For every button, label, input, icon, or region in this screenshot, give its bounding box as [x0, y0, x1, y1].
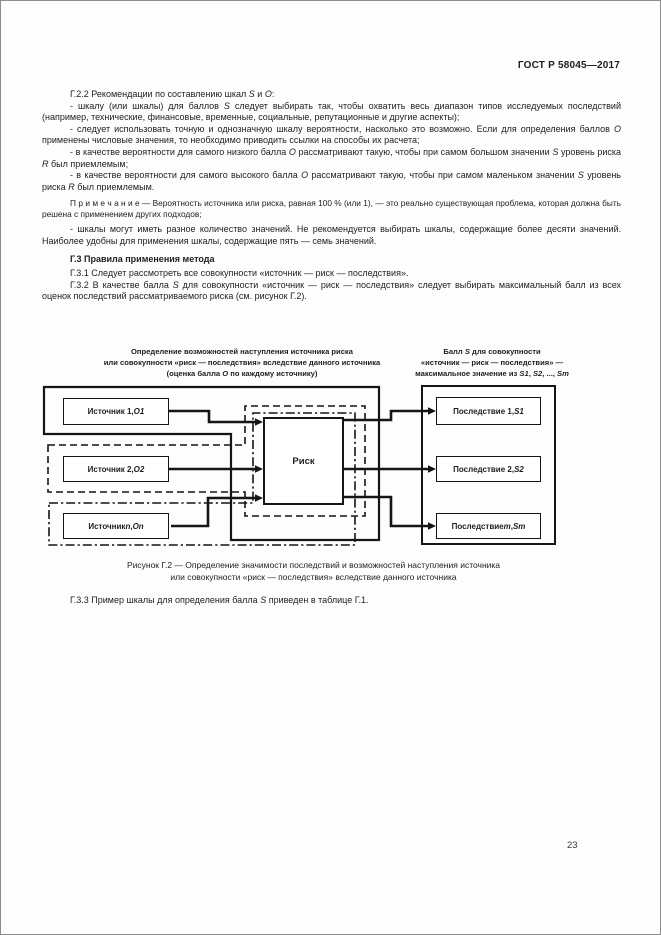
- arrowhead-icon: [428, 522, 436, 530]
- consequence-m-box: Последствие m, Sm: [436, 513, 541, 539]
- source-2-box: Источник 2, O2: [63, 456, 169, 482]
- figure-left-header: Определение возможностей наступления ист…: [41, 346, 443, 379]
- group-source2-risk-outline: [47, 405, 366, 517]
- diagram-lines: [42, 385, 436, 546]
- figure-right-header: Балл S для совокупности «источник — риск…: [398, 346, 586, 379]
- group-sourcen-risk-outline: [48, 412, 356, 546]
- paragraph-g22: Г.2.2 Рекомендации по составлению шкал S…: [70, 89, 275, 99]
- figure-g2: Определение возможностей наступления ист…: [41, 346, 586, 583]
- figure-right-header-line: Балл S для совокупности: [443, 347, 541, 356]
- page-number: 23: [567, 840, 578, 851]
- arrowhead-icon: [428, 465, 436, 473]
- arrowhead-icon: [255, 494, 263, 502]
- figure-left-header-line: (оценка балла O по каждому источнику): [166, 369, 318, 378]
- risk-box: Риск: [263, 417, 344, 505]
- section-heading-g3: Г.3 Правила применения метода: [70, 254, 215, 265]
- arrowhead-icon: [428, 407, 436, 415]
- arrowhead-icon: [255, 418, 263, 426]
- consequences-group-box: [421, 385, 556, 545]
- connector-risk-consequence1: [344, 409, 429, 422]
- figure-left-header-line: Определение возможностей наступления ист…: [131, 347, 353, 356]
- figure-diagram: Источник 1, O1 Источник 2, O2 Источник n…: [41, 385, 586, 548]
- standard-designation: ГОСТ Р 58045—2017: [517, 60, 620, 71]
- arrowhead-icon: [255, 465, 263, 473]
- source-1-box: Источник 1, O1: [63, 398, 169, 425]
- figure-caption-line: или совокупности «риск — последствия» вс…: [170, 571, 457, 582]
- figure-left-header-line: или совокупности «риск — последствия» вс…: [103, 358, 381, 367]
- paragraph-bullet-5: - шкалы могут иметь разное количество зн…: [42, 224, 621, 246]
- consequence-1-box: Последствие 1, S1: [436, 397, 541, 425]
- figure-right-header-line: максимальное значение из S1, S2, ..., Sm: [415, 369, 569, 378]
- document-body: Г.2.2 Рекомендации по составлению шкал S…: [42, 89, 621, 303]
- figure-caption: Рисунок Г.2 — Определение значимости пос…: [41, 560, 586, 583]
- paragraph-bullet-4: - в качестве вероятности для самого высо…: [42, 170, 621, 192]
- consequence-2-box: Последствие 2, S2: [436, 456, 541, 482]
- figure-right-header-line: «источник — риск — последствия» —: [420, 358, 564, 367]
- paragraph-bullet-2: - следует использовать точную и однознач…: [42, 123, 621, 146]
- connector-sourcen-risk: [171, 496, 256, 528]
- paragraph-bullet-1: - шкалу (или шкалы) для баллов S следует…: [42, 100, 621, 123]
- paragraph-note: П р и м е ч а н и е — Вероятность источн…: [42, 198, 621, 220]
- figure-headers: Определение возможностей наступления ист…: [41, 346, 586, 383]
- connector-source1-risk: [169, 409, 256, 424]
- connector-risk-consequencem: [344, 495, 429, 528]
- source-n-box: Источник n, On: [63, 513, 169, 539]
- figure-caption-line: Рисунок Г.2 — Определение значимости пос…: [126, 560, 501, 570]
- paragraph-g31: Г.3.1 Следует рассмотреть все совокупнос…: [70, 267, 409, 278]
- paragraph-bullet-3: - в качестве вероятности для самого низк…: [42, 146, 621, 169]
- paragraph-g32: Г.3.2 В качестве балла S для совокупност…: [42, 279, 622, 302]
- paragraph-g33: Г.3.3 Пример шкалы для определения балла…: [70, 595, 369, 605]
- group-source1-risk-outline: [42, 385, 381, 542]
